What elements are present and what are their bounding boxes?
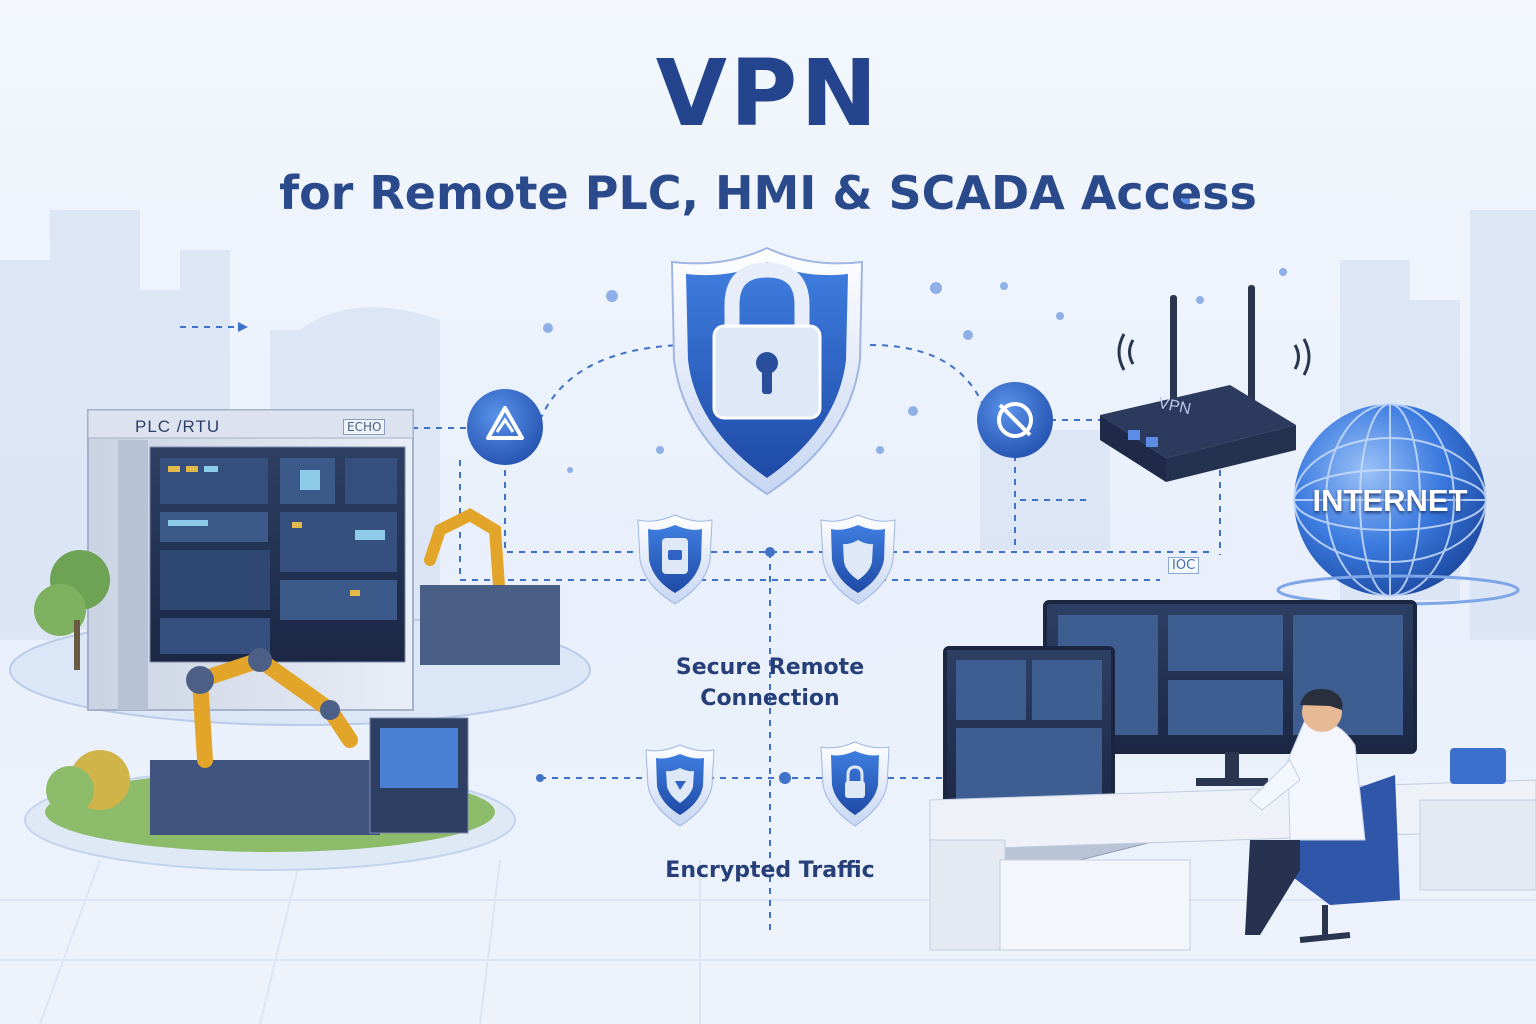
- lock-shield-icon: [820, 741, 890, 827]
- page-subtitle: for Remote PLC, HMI & SCADA Access: [279, 166, 1257, 220]
- page-title: VPN: [655, 40, 881, 147]
- floor-grid: [0, 859, 1536, 1024]
- router-icon: [1100, 195, 1296, 482]
- panel-tag-label: ECHO: [343, 419, 386, 435]
- globe-icon: [1276, 403, 1520, 606]
- io-tag-label: IOC: [1168, 557, 1200, 574]
- wifi-right-icon: [1293, 338, 1311, 376]
- network-particles: [543, 268, 1287, 473]
- connection-nodes: [238, 322, 791, 784]
- card-shield-icon: [637, 514, 713, 605]
- plc-rtu-label: PLC /RTU: [135, 417, 221, 436]
- connection-lines: [180, 326, 1221, 935]
- internet-label: INTERNET: [1312, 483, 1468, 518]
- shield-icon: [820, 514, 896, 605]
- operator-workstation: [929, 600, 1536, 951]
- padlock-shield-icon: [670, 246, 864, 496]
- factory-robot: [24, 508, 560, 871]
- badge-shield-icon: [645, 744, 715, 827]
- secure-connection-label: Secure Remote Connection: [675, 655, 865, 711]
- operator-person: [1245, 689, 1400, 943]
- encrypted-traffic-label: Encrypted Traffic: [665, 858, 875, 883]
- triangle-badge-icon: [467, 389, 543, 465]
- wifi-left-icon: [1117, 333, 1135, 371]
- no-signal-badge-icon: [977, 382, 1053, 458]
